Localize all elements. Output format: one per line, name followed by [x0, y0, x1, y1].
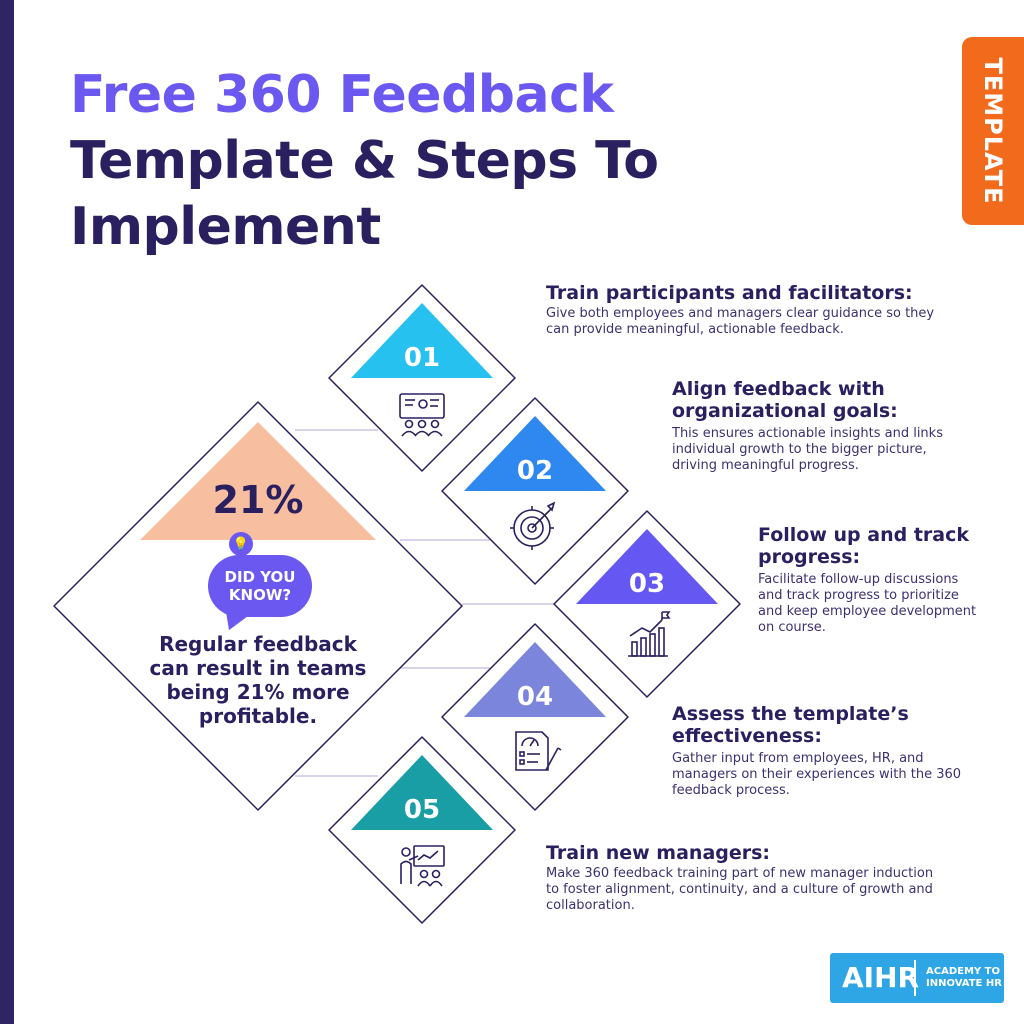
target-arrow-icon [510, 501, 556, 550]
step-number-03: 03 [629, 569, 665, 599]
did-you-know-bubble: DID YOU KNOW? [208, 555, 312, 617]
did-you-know-label: DID YOU KNOW? [224, 568, 296, 604]
growth-chart-flag-icon [628, 611, 671, 657]
step-title-02: Align feedback with organizational goals… [672, 378, 898, 422]
template-tag: TEMPLATE [962, 37, 1024, 225]
step-desc-01: Give both employees and managers clear g… [546, 306, 935, 337]
step-desc-05: Make 360 feedback training part of new m… [546, 866, 934, 913]
step-diamond-04: 04 [441, 623, 629, 811]
logo-subtitle-line-2: INNOVATE HR [926, 978, 1002, 989]
fact-text: Regular feedback can result in teams bei… [149, 632, 367, 728]
step-number-04: 04 [517, 682, 553, 712]
callout-peach-triangle [140, 422, 376, 540]
step-triangle-03 [576, 529, 718, 604]
step-triangle-01 [351, 303, 493, 378]
step-desc-04: Gather input from employees, HR, and man… [672, 751, 962, 798]
step-title-01: Train participants and facilitators: [546, 282, 913, 304]
step-diamond-02: 02 [441, 397, 629, 585]
step-triangle-02 [464, 416, 606, 491]
step-title-05: Train new managers: [546, 842, 771, 864]
step-number-01: 01 [404, 343, 440, 373]
step-number-05: 05 [404, 795, 440, 825]
step-diamond-03: 03 [553, 510, 741, 698]
logo-mark: AIHR [830, 960, 919, 996]
aihr-logo: AIHR ACADEMY TO INNOVATE HR [830, 953, 1004, 1003]
logo-subtitle-line-1: ACADEMY TO [926, 966, 1000, 977]
step-diamond-05: 05 [328, 736, 516, 924]
logo-subtitle: ACADEMY TO INNOVATE HR [916, 966, 1002, 990]
stat-value: 21% [212, 478, 304, 522]
step-triangle-04 [464, 642, 606, 717]
step-diamond-01: 01 [328, 284, 516, 472]
step-title-04: Assess the template’s effectiveness: [672, 703, 909, 747]
step-title-03: Follow up and track progress: [758, 524, 969, 568]
step-desc-02: This ensures actionable insights and lin… [672, 426, 943, 473]
title-line-3: Implement [70, 197, 381, 257]
step-desc-03: Facilitate follow-up discussions and tra… [758, 572, 977, 635]
title-line-1: Free 360 Feedback [70, 65, 614, 125]
step-number-02: 02 [517, 456, 553, 486]
step-triangle-05 [351, 755, 493, 830]
left-accent-bar [0, 0, 14, 1024]
presenter-audience-icon [400, 845, 445, 887]
title-line-2: Template & Steps To [70, 131, 659, 191]
assessment-clipboard-icon [515, 731, 562, 771]
page-title: Free 360 Feedback Template & Steps To Im… [70, 62, 659, 260]
lightbulb-icon: 💡 [229, 532, 253, 556]
training-presentation-icon [399, 393, 445, 437]
